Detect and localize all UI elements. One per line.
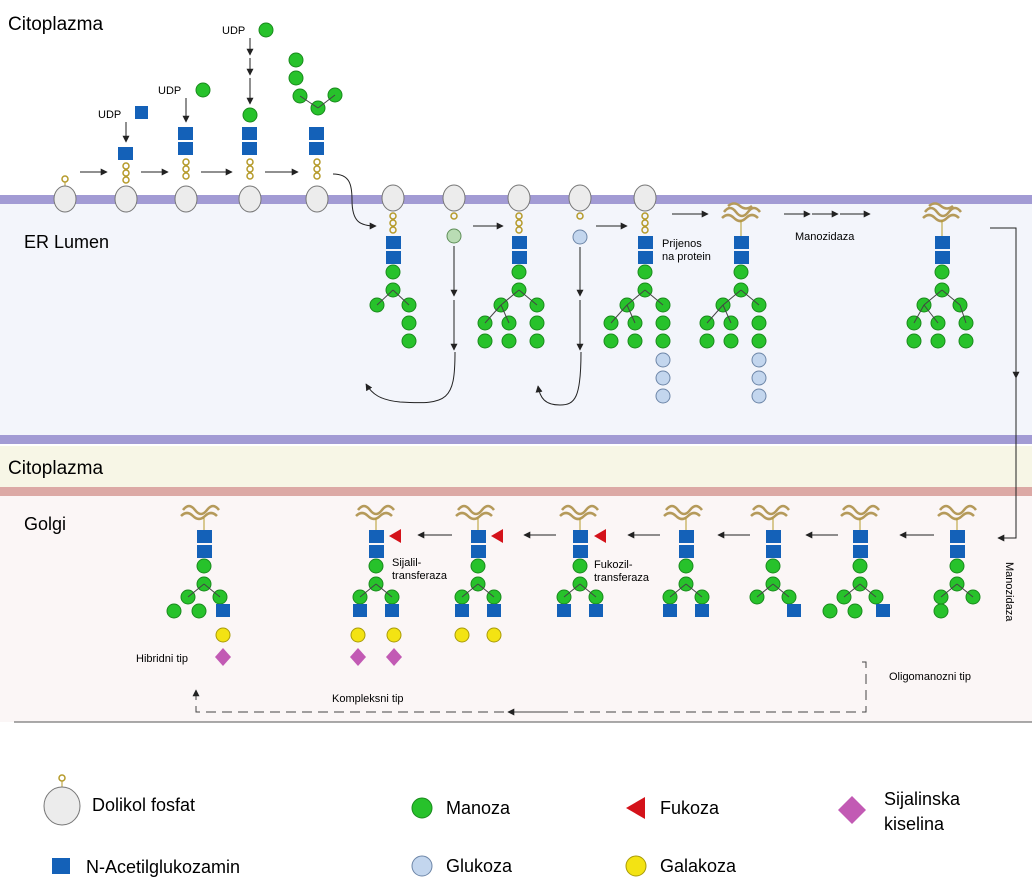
label-mannosidase-golgi: Manozidaza	[1003, 562, 1015, 622]
legend-dolichol: Dolikol fosfat	[43, 774, 195, 826]
label-sialyl-line2: transferaza	[392, 570, 448, 582]
label-hybrid-type: Hibridni tip	[136, 653, 188, 665]
label-mannosidase-er: Manozidaza	[795, 231, 855, 243]
legend-fucose-label: Fukoza	[660, 798, 720, 818]
region-label-golgi: Golgi	[24, 514, 66, 534]
label-transfer-line2: na protein	[662, 251, 711, 263]
golgi-glycan-7	[350, 504, 402, 666]
arrow-lumen-loop-2	[535, 351, 582, 406]
label-fucosyl-line2: transferaza	[594, 572, 650, 584]
dolichol-1	[53, 175, 77, 213]
golgi-membrane	[0, 487, 1032, 496]
lumen-dolichol-3	[603, 184, 671, 404]
lumen-dolichol-2	[477, 184, 545, 349]
legend: Dolikol fosfat N-Acetilglukozamin Manoza…	[43, 774, 961, 877]
golgi-glycan-hybrid	[166, 504, 231, 666]
golgi-glycan-6	[454, 504, 503, 643]
region-label-cytoplasm-top: Citoplazma	[8, 14, 103, 35]
udp-label: UDP	[158, 85, 181, 97]
dolichol-3	[174, 127, 198, 213]
arrow-er-to-golgi	[990, 227, 1017, 542]
label-transfer-line1: Prijenos	[662, 238, 702, 250]
dolichol-5	[288, 52, 343, 213]
legend-mannose: Manoza	[411, 797, 511, 819]
udp-glcnac-donor: UDP	[98, 106, 148, 143]
legend-sialic-label-1: Sijalinska	[884, 789, 961, 809]
udp-label: UDP	[222, 25, 245, 37]
arrow-flip-to-lumen	[332, 173, 377, 230]
legend-glucose: Glukoza	[411, 855, 513, 877]
legend-mannose-label: Manoza	[446, 798, 511, 818]
arrow-lumen-loop-1	[365, 351, 456, 404]
er-membrane-bottom	[0, 435, 1032, 444]
udp-mannose-donor-1: UDP	[158, 82, 211, 123]
dolichol-2	[114, 147, 138, 213]
legend-sialic: Sijalinska kiselina	[838, 789, 961, 834]
label-fucosyl-line1: Fukozil-	[594, 559, 633, 571]
golgi-glycan-3	[749, 504, 801, 617]
region-label-cytoplasm-middle: Citoplazma	[8, 458, 103, 479]
legend-galactose-label: Galakoza	[660, 856, 737, 876]
arrow-type-route	[192, 661, 867, 713]
region-label-er-lumen: ER Lumen	[24, 232, 109, 252]
udp-mannose-donor-2: UDP	[222, 22, 274, 105]
golgi-glycan-1	[933, 504, 981, 619]
legend-glcnac-label: N-Acetilglukozamin	[86, 857, 240, 877]
udp-label: UDP	[98, 109, 121, 121]
dolichol-4	[238, 107, 262, 213]
protein-glycan-man9	[906, 202, 974, 349]
label-complex-type: Kompleksni tip	[332, 693, 404, 705]
golgi-glycan-5	[556, 504, 606, 617]
cytoplasm-band	[0, 446, 1032, 487]
golgi-glycan-4	[662, 504, 710, 617]
lumen-dolichol-glucose-donor	[568, 184, 592, 351]
label-sialyl-line1: Sijalil-	[392, 557, 422, 569]
legend-glucose-label: Glukoza	[446, 856, 513, 876]
legend-dolichol-label: Dolikol fosfat	[92, 795, 195, 815]
golgi-glycan-2	[822, 504, 890, 619]
legend-galactose: Galakoza	[625, 855, 737, 877]
legend-glcnac: N-Acetilglukozamin	[52, 857, 240, 877]
legend-sialic-label-2: kiselina	[884, 814, 945, 834]
legend-fucose: Fukoza	[626, 797, 720, 819]
lumen-dolichol-1	[369, 184, 417, 349]
lumen-dolichol-mannose-donor	[442, 184, 466, 351]
protein-glycan-glucosylated	[699, 202, 767, 404]
label-oligomannose-type: Oligomanozni tip	[889, 671, 971, 683]
